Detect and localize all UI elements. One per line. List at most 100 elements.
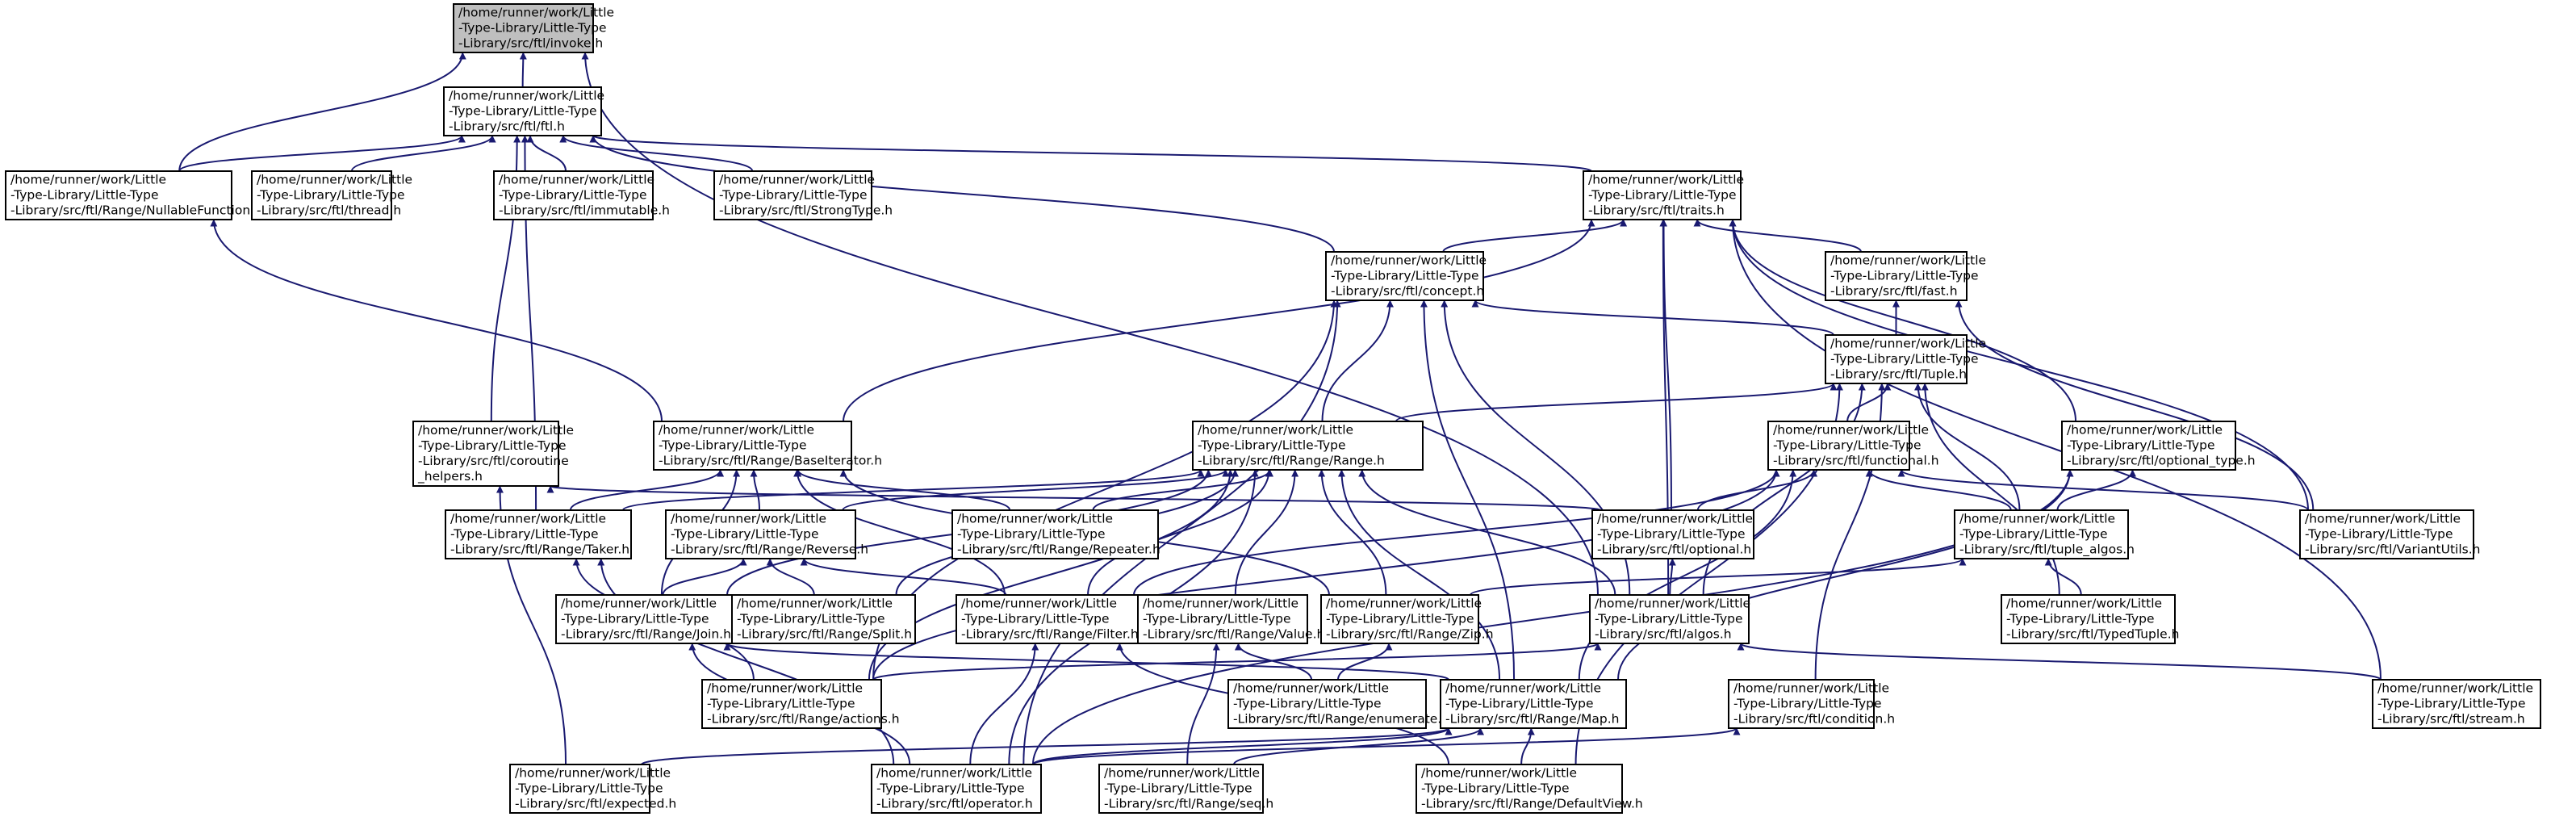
file-node-defaultview[interactable]: /home/runner/work/Little-Type-Library/Li… <box>1416 764 1643 814</box>
edge-enumerate-to-value <box>1234 643 1313 681</box>
file-node-tuple[interactable]: /home/runner/work/Little-Type-Library/Li… <box>1825 334 1986 384</box>
node-label-line: -Library/src/ftl/StrongType.h <box>719 203 893 218</box>
node-label-line: /home/runner/work/Little <box>561 597 717 611</box>
node-label-line: -Type-Library/Little-Type <box>659 438 807 453</box>
file-node-operator[interactable]: /home/runner/work/Little-Type-Library/Li… <box>871 764 1042 814</box>
edge-filter-to-baseiter <box>793 469 1006 596</box>
node-label-line: /home/runner/work/Little <box>1233 681 1389 696</box>
file-node-coroutine[interactable]: /home/runner/work/Little-Type-Library/Li… <box>412 421 574 487</box>
node-label-line: -Library/src/ftl/traits.h <box>1588 203 1725 218</box>
edge-split-to-reverse <box>766 558 815 596</box>
file-node-algos[interactable]: /home/runner/work/Little-Type-Library/Li… <box>1589 594 1750 644</box>
file-node-range[interactable]: /home/runner/work/Little-Type-Library/Li… <box>1192 421 1424 471</box>
file-node-optional-type[interactable]: /home/runner/work/Little-Type-Library/Li… <box>2061 421 2256 471</box>
node-label-line: -Type-Library/Little-Type <box>2067 438 2215 453</box>
node-label-line: /home/runner/work/Little <box>957 512 1113 526</box>
file-node-map[interactable]: /home/runner/work/Little-Type-Library/Li… <box>1440 679 1627 729</box>
file-node-taker[interactable]: /home/runner/work/Little-Type-Library/Li… <box>445 509 632 559</box>
file-node-join[interactable]: /home/runner/work/Little-Type-Library/Li… <box>555 594 736 644</box>
edge-map-to-join <box>723 643 1449 681</box>
file-node-concept[interactable]: /home/runner/work/Little-Type-Library/Li… <box>1325 251 1487 301</box>
file-node-invoke[interactable]: /home/runner/work/Little-Type-Library/Li… <box>453 3 614 53</box>
node-label-line: /home/runner/work/Little <box>1104 766 1260 781</box>
node-label-line: -Library/src/ftl/Range/enumerate.h <box>1233 712 1449 727</box>
node-label-line: -Library/src/ftl/expected.h <box>515 797 676 811</box>
file-node-strongtype[interactable]: /home/runner/work/Little-Type-Library/Li… <box>713 170 893 220</box>
file-node-optional[interactable]: /home/runner/work/Little-Type-Library/Li… <box>1591 509 1754 559</box>
node-label-line: -Library/src/ftl/Range/NullableFunction.… <box>10 203 262 218</box>
file-node-seq[interactable]: /home/runner/work/Little-Type-Library/Li… <box>1098 764 1273 814</box>
edge-algos-to-range <box>1358 469 1616 596</box>
edge-taker-to-baseiter <box>569 469 725 511</box>
node-label-line: /home/runner/work/Little <box>1326 597 1482 611</box>
dependency-edges <box>178 52 2382 765</box>
file-node-value[interactable]: /home/runner/work/Little-Type-Library/Li… <box>1137 594 1324 644</box>
node-label-line: -Type-Library/Little-Type <box>450 527 599 542</box>
file-node-stream[interactable]: /home/runner/work/Little-Type-Library/Li… <box>2372 679 2541 729</box>
node-label-line: -Type-Library/Little-Type <box>707 697 855 711</box>
file-node-typedtuple[interactable]: /home/runner/work/Little-Type-Library/Li… <box>2001 594 2179 644</box>
file-node-condition[interactable]: /home/runner/work/Little-Type-Library/Li… <box>1728 679 1895 729</box>
file-node-actions[interactable]: /home/runner/work/Little-Type-Library/Li… <box>701 679 900 729</box>
edge-zip-to-range <box>1318 469 1387 596</box>
node-label-line: -Type-Library/Little-Type <box>1104 781 1252 796</box>
edge-map-to-concept <box>1420 299 1516 681</box>
node-label-line: /home/runner/work/Little <box>1597 512 1753 526</box>
file-node-fast[interactable]: /home/runner/work/Little-Type-Library/Li… <box>1825 251 1986 301</box>
edge-tuple-algos-to-optional-type <box>2056 469 2137 511</box>
node-label-line: /home/runner/work/Little <box>659 423 814 438</box>
node-label-line: /home/runner/work/Little <box>961 597 1117 611</box>
node-label-line: -Library/src/ftl/Range/seq.h <box>1104 797 1273 811</box>
node-label-line: -Library/src/ftl/tuple_algos.h <box>1959 542 2135 558</box>
edge-zip-to-tuple-algos <box>1470 558 1967 596</box>
file-node-ftl[interactable]: /home/runner/work/Little-Type-Library/Li… <box>443 86 604 136</box>
file-node-split[interactable]: /home/runner/work/Little-Type-Library/Li… <box>731 594 916 644</box>
node-label-line: -Type-Library/Little-Type <box>1733 697 1882 711</box>
file-node-baseiter[interactable]: /home/runner/work/Little-Type-Library/Li… <box>653 421 882 471</box>
file-node-nullable[interactable]: /home/runner/work/Little-Type-Library/Li… <box>5 170 262 220</box>
node-box <box>1583 170 1742 220</box>
edge-variantutils-to-fast <box>1955 299 2315 511</box>
node-box <box>701 679 882 729</box>
file-nodes: /home/runner/work/Little-Type-Library/Li… <box>5 3 2541 814</box>
file-node-zip[interactable]: /home/runner/work/Little-Type-Library/Li… <box>1320 594 1494 644</box>
node-label-line: /home/runner/work/Little <box>1733 681 1889 696</box>
node-box <box>2372 679 2541 729</box>
edge-nullable-to-invoke <box>178 52 466 172</box>
node-box <box>731 594 916 644</box>
node-label-line: /home/runner/work/Little <box>1595 597 1750 611</box>
file-node-functional[interactable]: /home/runner/work/Little-Type-Library/Li… <box>1767 421 1939 471</box>
edge-optional-type-to-traits <box>1729 219 2077 422</box>
edge-algos-to-invoke <box>581 52 1599 596</box>
node-label-line: -Library/src/ftl/TypedTuple.h <box>2006 627 2179 642</box>
node-label-line: -Type-Library/Little-Type <box>737 612 885 626</box>
node-label-line: /home/runner/work/Little <box>499 173 654 187</box>
edge-stream-to-algos <box>1737 643 2382 681</box>
node-label-line: -Type-Library/Little-Type <box>1595 612 1743 626</box>
file-node-filter[interactable]: /home/runner/work/Little-Type-Library/Li… <box>956 594 1143 644</box>
edge-repeater-to-range <box>1092 469 1273 511</box>
node-label-line: -Type-Library/Little-Type <box>719 188 868 203</box>
node-box <box>1954 509 2129 559</box>
file-node-expected[interactable]: /home/runner/work/Little-Type-Library/Li… <box>509 764 676 814</box>
node-label-line: -Type-Library/Little-Type <box>1233 697 1382 711</box>
node-box <box>1137 594 1308 644</box>
file-node-tuple-algos[interactable]: /home/runner/work/Little-Type-Library/Li… <box>1954 509 2135 559</box>
node-label-line: -Type-Library/Little-Type <box>1588 188 1737 203</box>
node-label-line: -Type-Library/Little-Type <box>418 438 567 453</box>
file-node-variantutils[interactable]: /home/runner/work/Little-Type-Library/Li… <box>2299 509 2481 559</box>
file-node-repeater[interactable]: /home/runner/work/Little-Type-Library/Li… <box>951 509 1160 559</box>
file-node-enumerate[interactable]: /home/runner/work/Little-Type-Library/Li… <box>1227 679 1449 729</box>
file-node-immutable[interactable]: /home/runner/work/Little-Type-Library/Li… <box>493 170 670 220</box>
file-node-traits[interactable]: /home/runner/work/Little-Type-Library/Li… <box>1583 170 1744 220</box>
edge-typedtuple-to-tuple <box>1921 383 2060 596</box>
file-node-reverse[interactable]: /home/runner/work/Little-Type-Library/Li… <box>665 509 868 559</box>
edge-strongtype-to-ftl <box>559 135 754 172</box>
edge-actions-to-range <box>868 469 1235 681</box>
node-box <box>665 509 856 559</box>
node-label-line: -Type-Library/Little-Type <box>515 781 663 796</box>
edge-optional-to-functional <box>1696 469 1818 511</box>
node-label-line: /home/runner/work/Little <box>418 423 574 438</box>
edge-filter-to-reverse <box>800 558 1007 596</box>
file-node-thread[interactable]: /home/runner/work/Little-Type-Library/Li… <box>251 170 412 220</box>
